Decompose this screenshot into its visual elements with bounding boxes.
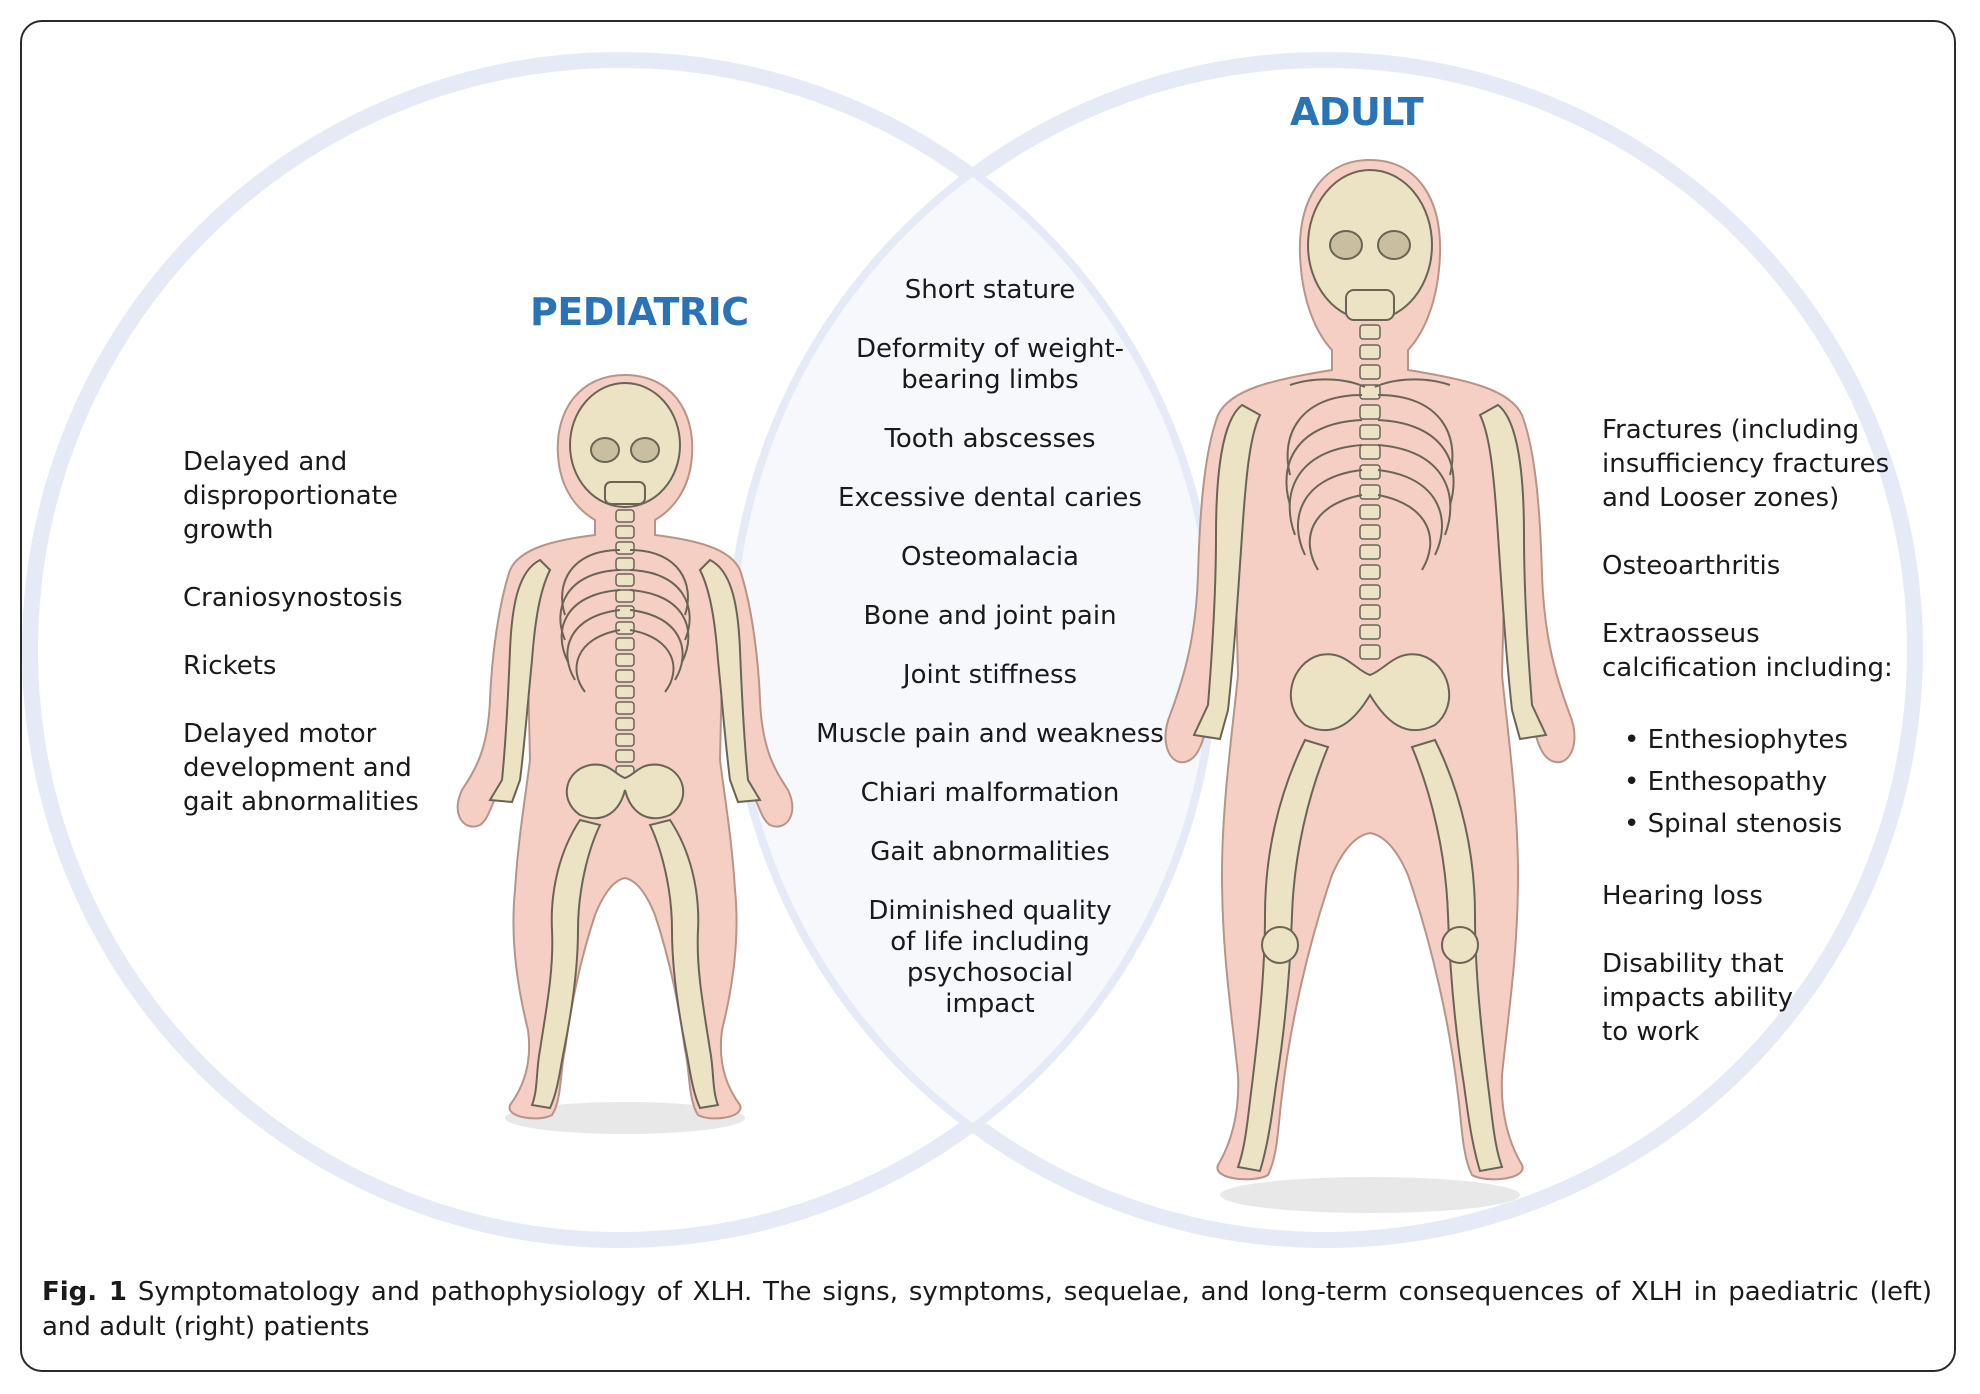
list-item: Extraosseus calcification including:: [1602, 619, 1893, 683]
pediatric-spine: [615, 509, 635, 779]
adult-spine: [1359, 324, 1381, 660]
list-item: Rickets: [183, 651, 277, 681]
pediatric-limbs: [488, 558, 762, 1110]
list-item: Osteomalacia: [901, 542, 1079, 572]
list-item: Tooth abscesses: [884, 424, 1096, 454]
list-item: Disability that impacts ability to work: [1602, 949, 1793, 1047]
list-item: Delayed motor development and gait abnor…: [183, 719, 419, 817]
list-item: Deformity of weight- bearing limbs: [855, 334, 1125, 395]
caption-label: Fig. 1: [42, 1277, 127, 1307]
list-item: Gait abnormalities: [870, 837, 1110, 867]
pediatric-skull: [569, 382, 681, 508]
pediatric-symptom-list: Delayed and disproportionate growth Cran…: [183, 445, 473, 853]
list-item: Muscle pain and weakness: [816, 719, 1164, 749]
figure-caption: Fig. 1 Symptomatology and pathophysiolog…: [42, 1275, 1932, 1345]
calcification-sublist: • Enthesiophytes • Enthesopathy • Spinal…: [1624, 719, 1922, 845]
list-item: Hearing loss: [1602, 881, 1763, 911]
adult-ribcage: [1285, 378, 1455, 571]
pediatric-ribcage: [559, 549, 691, 693]
pediatric-skeleton-figure: [456, 373, 794, 1134]
list-item: Excessive dental caries: [838, 483, 1142, 513]
venn-overlap: [735, 60, 1210, 1240]
adult-skull: [1307, 169, 1433, 321]
sublist-item: • Spinal stenosis: [1624, 809, 1843, 839]
sublist-item: • Enthesiophytes: [1624, 725, 1848, 755]
list-item: Craniosynostosis: [183, 583, 403, 613]
list-item: Joint stiffness: [902, 660, 1078, 690]
list-item: Fractures (including insufficiency fract…: [1602, 415, 1890, 513]
ground-shadow: [505, 1102, 745, 1134]
adult-symptom-list: Fractures (including insufficiency fract…: [1602, 413, 1922, 1083]
list-item: Chiari malformation: [860, 778, 1120, 808]
figure-frame: [20, 20, 1956, 1372]
shared-symptom-list: Short stature Deformity of weight- beari…: [810, 275, 1170, 1048]
list-item: Delayed and disproportionate growth: [183, 447, 398, 545]
adult-skeleton-figure: [1164, 158, 1576, 1213]
sublist-item: • Enthesopathy: [1624, 767, 1828, 797]
adult-limbs: [1192, 403, 1548, 1173]
adult-heading: ADULT: [1290, 90, 1424, 134]
caption-text: Symptomatology and pathophysiology of XL…: [42, 1277, 1932, 1342]
pediatric-heading: PEDIATRIC: [530, 290, 749, 334]
list-item: Short stature: [904, 275, 1076, 305]
ground-shadow: [1220, 1177, 1520, 1213]
list-item: Osteoarthritis: [1602, 551, 1781, 581]
list-item: Diminished quality of life including psy…: [868, 896, 1112, 1019]
list-item: Bone and joint pain: [863, 601, 1117, 631]
